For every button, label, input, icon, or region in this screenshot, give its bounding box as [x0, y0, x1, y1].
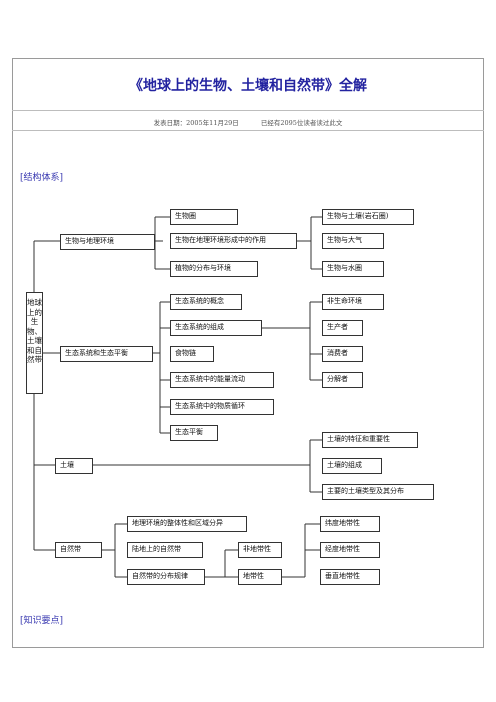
node-decomposer: 分解者 [322, 372, 363, 388]
node-eco-balance: 生态平衡 [170, 425, 218, 441]
node-zonal: 地带性 [238, 569, 282, 585]
branch-zone: 自然带 [55, 542, 102, 558]
article-meta: 发表日期：2005年11月29日 已经有2095位读者读过此文 [12, 117, 484, 127]
node-bio-hydrosphere: 生物与水圈 [322, 261, 384, 277]
node-land-zones: 陆地上的自然带 [127, 542, 203, 558]
node-longitudinal: 经度地带性 [320, 542, 380, 558]
branch-soil: 土壤 [55, 458, 93, 474]
publish-date: 发表日期：2005年11月29日 [153, 119, 239, 127]
node-producer: 生产者 [322, 320, 363, 336]
node-bio-atmosphere: 生物与大气 [322, 233, 384, 249]
node-food-chain: 食物链 [170, 346, 214, 362]
node-soil-types: 主要的土壤类型及其分布 [322, 484, 434, 500]
node-bio-role: 生物在地理环境形成中的作用 [170, 233, 297, 249]
node-abiotic: 非生命环境 [322, 294, 384, 310]
branch-eco: 生态系统和生态平衡 [60, 346, 153, 362]
read-count: 已经有2095位读者读过此文 [260, 119, 343, 127]
branch-bio-env: 生物与地理环境 [60, 234, 155, 250]
node-soil-features: 土壤的特征和重要性 [322, 432, 418, 448]
node-matter-cycle: 生态系统中的物质循环 [170, 399, 274, 415]
node-zone-rules: 自然带的分布规律 [127, 569, 205, 585]
node-vertical: 垂直地带性 [320, 569, 380, 585]
article-frame [12, 58, 484, 648]
node-consumer: 消费者 [322, 346, 363, 362]
node-soil-composition: 土壤的组成 [322, 458, 382, 474]
title-divider [12, 110, 484, 111]
node-energy-flow: 生态系统中的能量流动 [170, 372, 274, 388]
node-plant-distribution: 植物的分布与环境 [170, 261, 258, 277]
node-latitudinal: 纬度地带性 [320, 516, 380, 532]
meta-divider [12, 130, 484, 131]
article-title: 《地球上的生物、土壤和自然带》全解 [129, 78, 367, 94]
node-integrity: 地理环境的整体性和区域分异 [127, 516, 247, 532]
root-node: 地球上的生物、土壤和自然带 [26, 292, 43, 394]
node-azonal: 非地带性 [238, 542, 282, 558]
node-biosphere: 生物圈 [170, 209, 238, 225]
node-bio-soil: 生物与土壤(岩石圈) [322, 209, 414, 225]
node-eco-composition: 生态系统的组成 [170, 320, 262, 336]
section-points-heading: [知识要点] [20, 616, 64, 626]
node-eco-concept: 生态系统的概念 [170, 294, 242, 310]
section-structure-heading: [结构体系] [20, 173, 64, 183]
